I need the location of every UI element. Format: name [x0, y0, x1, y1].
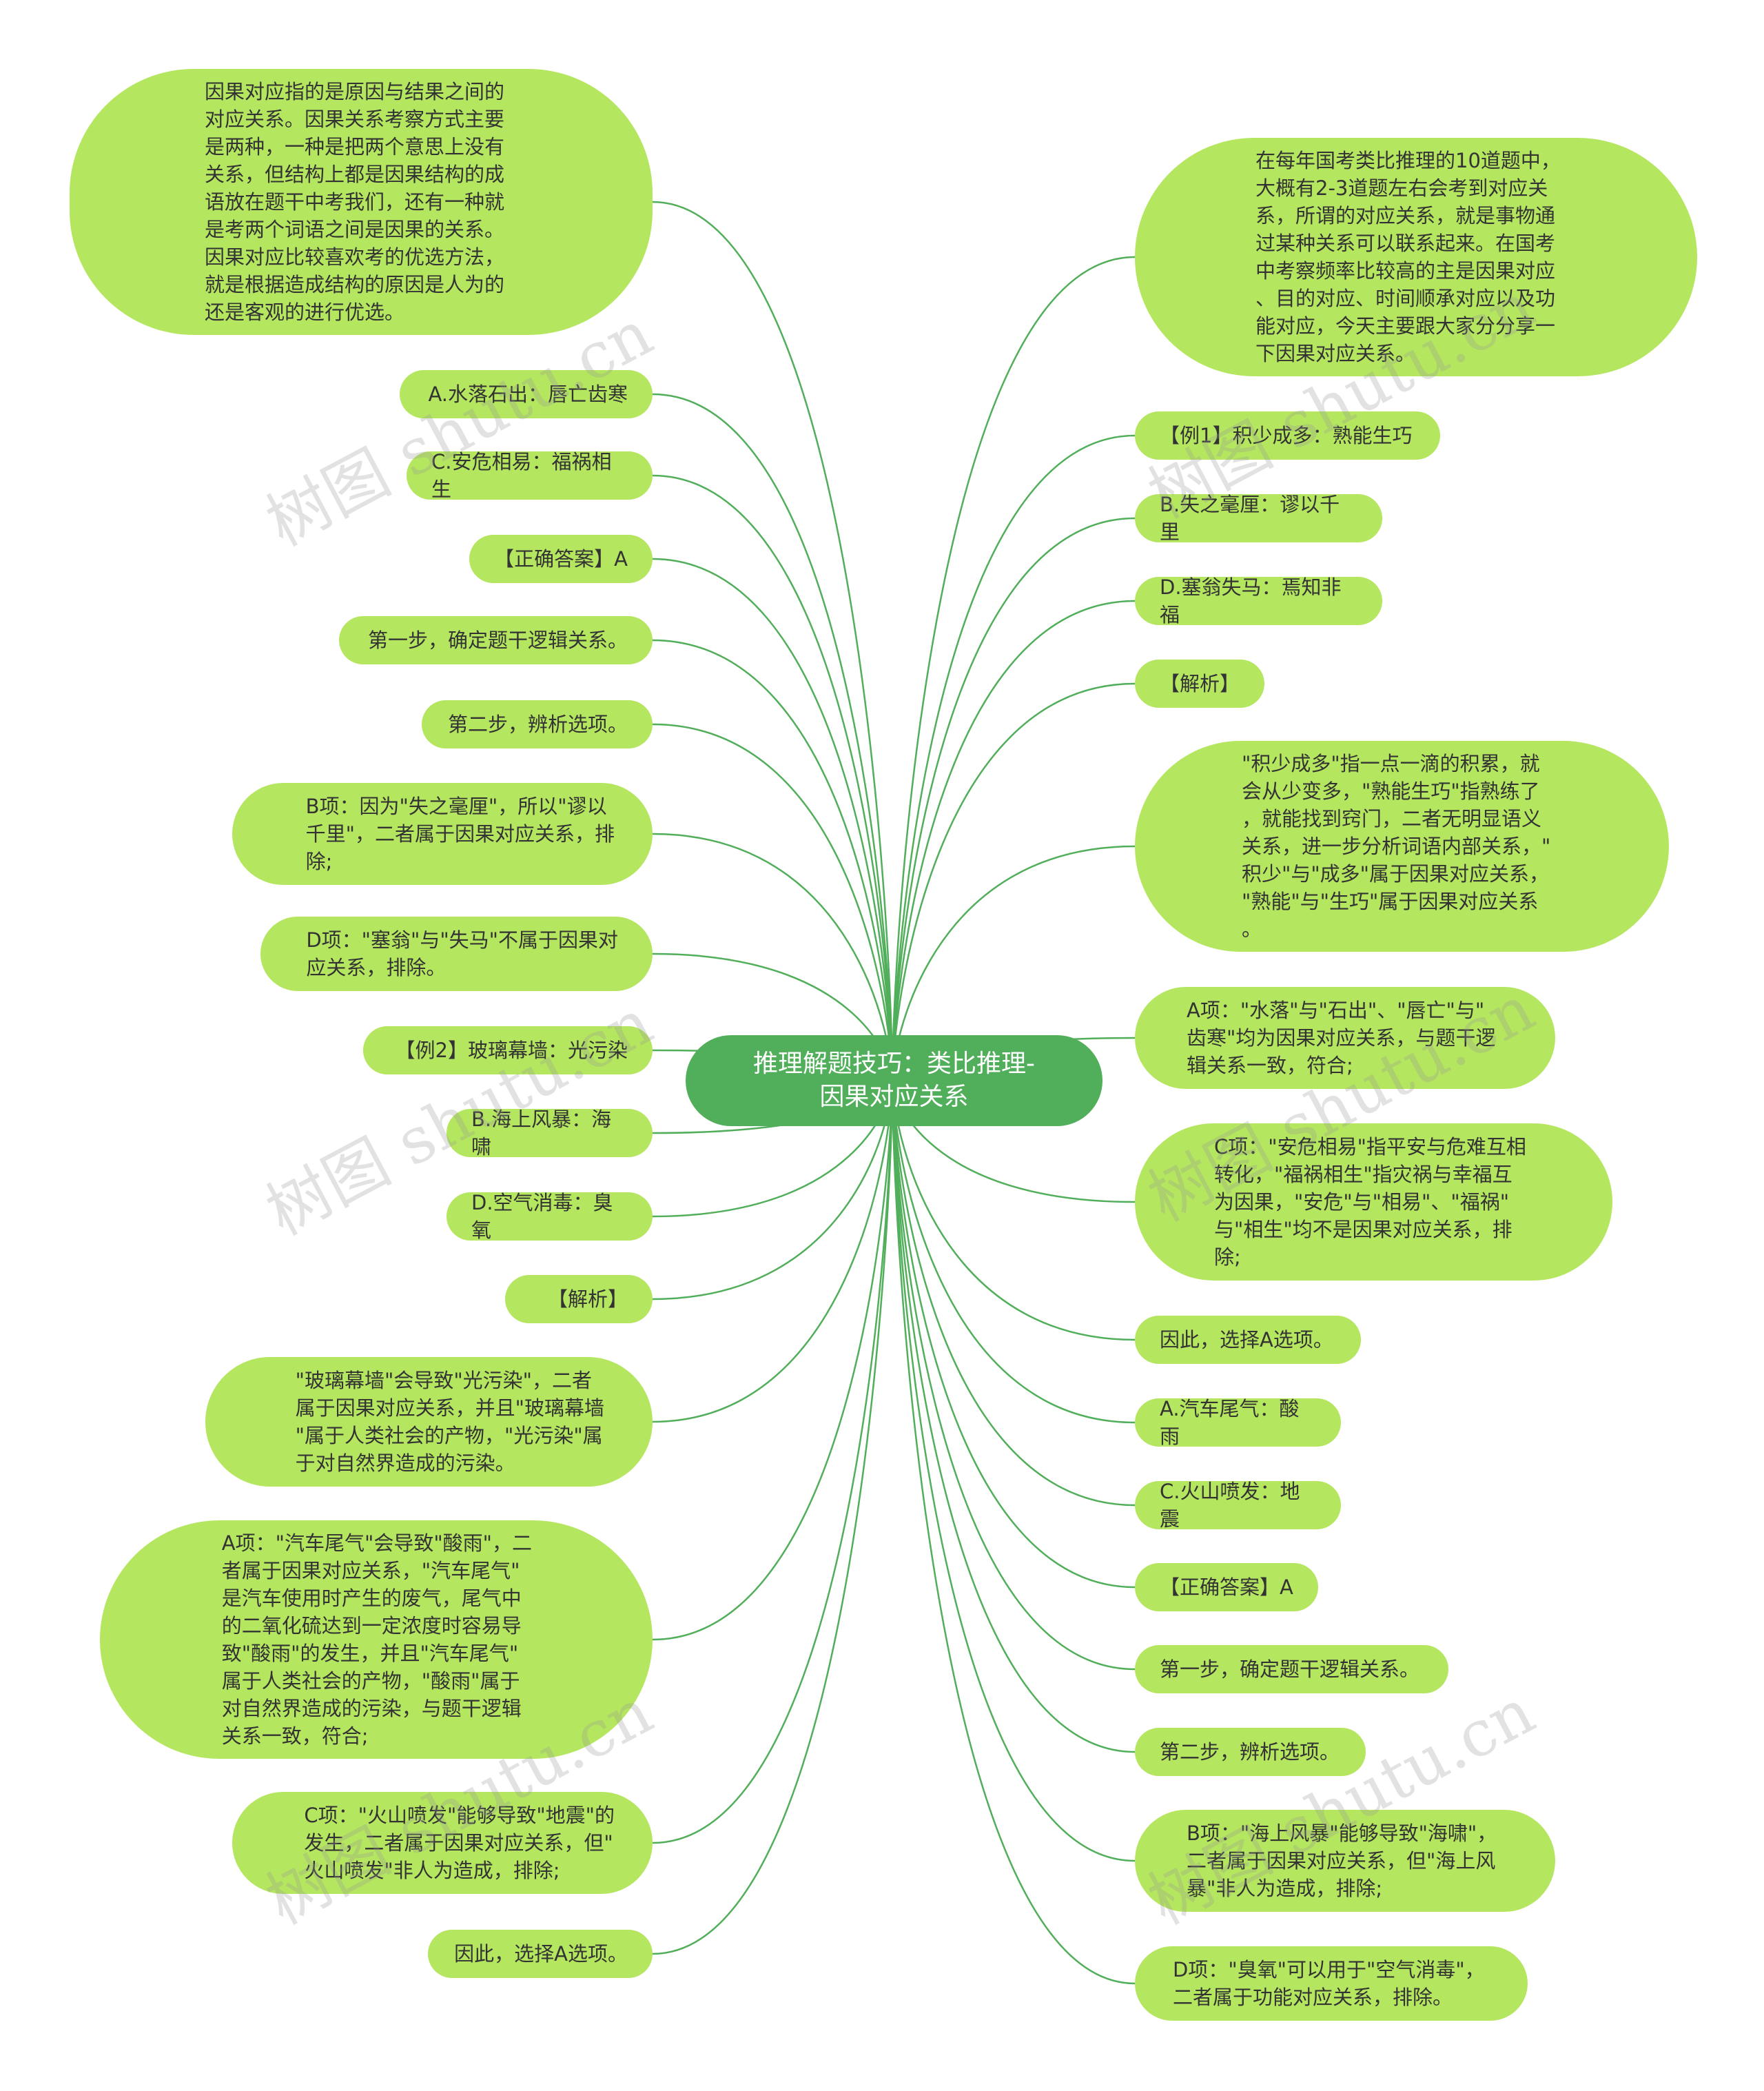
- right-node-option-a2[interactable]: A.汽车尾气：酸雨: [1135, 1397, 1341, 1448]
- left-node-answer[interactable]: 【正确答案】A: [469, 535, 653, 583]
- left-node-step2[interactable]: 第二步，辨析选项。: [422, 700, 653, 748]
- node-text: A.汽车尾气：酸雨: [1160, 1397, 1300, 1448]
- connector-line-0: [652, 201, 894, 1081]
- node-text: 【例1】积少成多：熟能生巧: [1160, 424, 1413, 447]
- node-text: B项："海上风暴"能够导致"海啸"， 二者属于因果对应关系，但"海上风 暴"非人…: [1187, 1822, 1497, 1900]
- left-node-option-b2[interactable]: B.海上风暴：海啸: [447, 1108, 653, 1159]
- right-node-d2-analysis[interactable]: D项："臭氧"可以用于"空气消毒"， 二者属于功能对应关系，排除。: [1135, 1946, 1528, 2021]
- right-node-option-d1[interactable]: D.塞翁失马：焉知非福: [1135, 575, 1382, 626]
- right-node-answer2[interactable]: 【正确答案】A: [1135, 1563, 1318, 1611]
- node-text: B.海上风暴：海啸: [471, 1108, 612, 1159]
- node-text: A项："汽车尾气"会导致"酸雨"，二 者属于因果对应关系，"汽车尾气" 是汽车使…: [221, 1531, 532, 1748]
- left-node-c2-analysis[interactable]: C项："火山喷发"能够导致"地震"的 发生，二者属于因果对应关系，但" 火山喷发…: [232, 1792, 653, 1894]
- right-node-a1-analysis[interactable]: A项："水落"与"石出"、"唇亡"与" 齿寒"均为因果对应关系，与题干逻 辑关系…: [1135, 987, 1555, 1089]
- node-text: 【正确答案】A: [494, 547, 628, 571]
- left-node-option-d2[interactable]: D.空气消毒：臭氧: [447, 1191, 653, 1242]
- left-node-option-a[interactable]: A.水落石出：唇亡齿寒: [400, 370, 653, 418]
- connector-line-30: [891, 1080, 1136, 1862]
- connector-line-4: [652, 639, 894, 1081]
- right-node-example1[interactable]: 【例1】积少成多：熟能生巧: [1135, 411, 1440, 460]
- node-text: 因果对应指的是原因与结果之间的 对应关系。因果关系考察方式主要 是两种，一种是把…: [204, 80, 504, 324]
- connector-line-16: [891, 256, 1136, 1081]
- left-node-conclusion2[interactable]: 因此，选择A选项。: [428, 1930, 653, 1978]
- right-node-intro[interactable]: 在每年国考类比推理的10道题中， 大概有2-3道题左右会考到对应关 系，所谓的对…: [1135, 138, 1697, 376]
- node-text: C.安危相易：福祸相生: [431, 450, 612, 501]
- connector-line-14: [652, 1080, 894, 1844]
- right-node-analysis1[interactable]: 【解析】: [1135, 660, 1264, 708]
- right-node-step1[interactable]: 第一步，确定题干逻辑关系。: [1135, 1645, 1448, 1693]
- left-node-b-analysis[interactable]: B项：因为"失之毫厘"，所以"谬以 千里"，二者属于因果对应关系，排 除;: [232, 783, 653, 885]
- connector-line-15: [652, 1080, 894, 1955]
- connector-line-13: [652, 1080, 894, 1641]
- left-node-analysis2[interactable]: 【解析】: [505, 1275, 653, 1323]
- node-text: D项："臭氧"可以用于"空气消毒"， 二者属于功能对应关系，排除。: [1173, 1958, 1485, 2009]
- node-text: 因此，选择A选项。: [454, 1942, 628, 1966]
- node-text: 第二步，辨析选项。: [1160, 1740, 1340, 1764]
- node-text: 因此，选择A选项。: [1160, 1328, 1333, 1352]
- right-node-option-c2[interactable]: C.火山喷发：地震: [1135, 1480, 1341, 1531]
- node-text: C项："火山喷发"能够导致"地震"的 发生，二者属于因果对应关系，但" 火山喷发…: [304, 1804, 615, 1882]
- connector-line-20: [891, 682, 1136, 1081]
- node-text: 【例2】玻璃幕墙：光污染: [395, 1039, 628, 1062]
- connector-line-18: [891, 517, 1136, 1081]
- connector-line-1: [652, 393, 894, 1081]
- left-node-step1[interactable]: 第一步，确定题干逻辑关系。: [339, 616, 653, 664]
- root-label: 推理解题技巧：类比推理- 因果对应关系: [753, 1050, 1035, 1111]
- connector-line-19: [891, 600, 1136, 1081]
- connector-line-17: [891, 434, 1136, 1081]
- connector-line-26: [891, 1080, 1136, 1507]
- node-text: C项："安危相易"指平安与危难互相 转化，"福祸相生"指灾祸与幸福互 为因果，"…: [1214, 1135, 1526, 1269]
- node-text: D.塞翁失马：焉知非福: [1160, 575, 1342, 626]
- connector-line-28: [891, 1080, 1136, 1671]
- left-node-example2-analysis[interactable]: "玻璃幕墙"会导致"光污染"，二者 属于因果对应关系，并且"玻璃幕墙 "属于人类…: [205, 1357, 653, 1487]
- root-node[interactable]: 推理解题技巧：类比推理- 因果对应关系: [686, 1035, 1102, 1126]
- connector-line-31: [891, 1080, 1136, 1985]
- node-text: 第一步，确定题干逻辑关系。: [1160, 1658, 1420, 1681]
- node-text: "玻璃幕墙"会导致"光污染"，二者 属于因果对应关系，并且"玻璃幕墙 "属于人类…: [295, 1369, 604, 1475]
- left-node-a2-analysis[interactable]: A项："汽车尾气"会导致"酸雨"，二 者属于因果对应关系，"汽车尾气" 是汽车使…: [100, 1520, 653, 1759]
- connector-line-29: [891, 1080, 1136, 1753]
- right-node-b2-analysis[interactable]: B项："海上风暴"能够导致"海啸"， 二者属于因果对应关系，但"海上风 暴"非人…: [1135, 1810, 1555, 1912]
- left-node-example2[interactable]: 【例2】玻璃幕墙：光污染: [363, 1026, 653, 1074]
- node-text: B项：因为"失之毫厘"，所以"谬以 千里"，二者属于因果对应关系，排 除;: [305, 795, 615, 873]
- node-text: 在每年国考类比推理的10道题中， 大概有2-3道题左右会考到对应关 系，所谓的对…: [1255, 149, 1561, 365]
- right-node-step2[interactable]: 第二步，辨析选项。: [1135, 1728, 1366, 1776]
- node-text: D.空气消毒：臭氧: [471, 1191, 613, 1242]
- connector-line-25: [891, 1080, 1136, 1424]
- connector-line-2: [652, 474, 894, 1081]
- left-node-option-c[interactable]: C.安危相易：福祸相生: [407, 450, 653, 501]
- node-text: 【正确答案】A: [1160, 1575, 1293, 1599]
- node-text: 第一步，确定题干逻辑关系。: [367, 629, 628, 652]
- node-text: B.失之毫厘：谬以千里: [1160, 493, 1340, 544]
- node-text: 第二步，辨析选项。: [447, 713, 628, 736]
- left-node-intro[interactable]: 因果对应指的是原因与结果之间的 对应关系。因果关系考察方式主要 是两种，一种是把…: [70, 69, 653, 335]
- node-text: D项："塞翁"与"失马"不属于因果对 应关系，排除。: [306, 928, 618, 979]
- right-node-example1-analysis[interactable]: "积少成多"指一点一滴的积累，就 会从少变多，"熟能生巧"指熟练了 ，就能找到窍…: [1135, 741, 1669, 952]
- node-text: A项："水落"与"石出"、"唇亡"与" 齿寒"均为因果对应关系，与题干逻 辑关系…: [1187, 999, 1496, 1077]
- right-node-conclusion1[interactable]: 因此，选择A选项。: [1135, 1316, 1361, 1364]
- node-text: "积少成多"指一点一滴的积累，就 会从少变多，"熟能生巧"指熟练了 ，就能找到窍…: [1242, 752, 1551, 941]
- node-text: 【解析】: [547, 1287, 628, 1311]
- right-node-option-b1[interactable]: B.失之毫厘：谬以千里: [1135, 493, 1382, 544]
- node-text: C.火山喷发：地震: [1160, 1480, 1300, 1531]
- connector-line-27: [891, 1080, 1136, 1589]
- right-node-c1-analysis[interactable]: C项："安危相易"指平安与危难互相 转化，"福祸相生"指灾祸与幸福互 为因果，"…: [1135, 1123, 1612, 1281]
- node-text: A.水落石出：唇亡齿寒: [428, 382, 628, 406]
- node-text: 【解析】: [1160, 672, 1240, 695]
- left-node-d-analysis[interactable]: D项："塞翁"与"失马"不属于因果对 应关系，排除。: [260, 917, 653, 991]
